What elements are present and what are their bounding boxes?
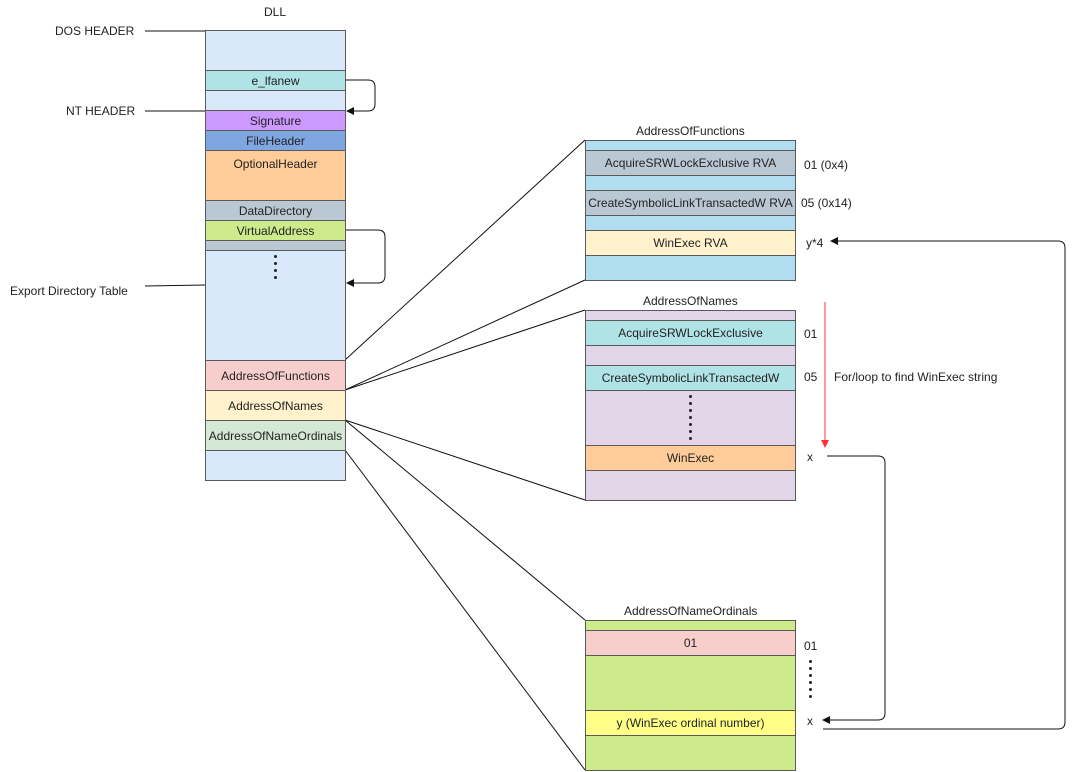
names-to-ordinals-arrow <box>822 455 886 724</box>
e-lfanew-cell: e_lfanew <box>205 70 346 91</box>
functions-row-1: AcquireSRWLockExclusive RVA <box>585 150 796 176</box>
signature-cell: Signature <box>205 110 346 131</box>
functions-index-3: y*4 <box>806 236 824 250</box>
names-index-1: 01 <box>804 327 818 341</box>
file-header-cell: FileHeader <box>205 130 346 151</box>
address-of-functions-cell: AddressOfFunctions <box>205 360 346 391</box>
ordinals-table-title: AddressOfNameOrdinals <box>624 604 758 618</box>
virtual-address-cell: VirtualAddress <box>205 220 346 241</box>
names-ellipsis <box>689 395 692 444</box>
names-funnel-top <box>344 309 586 391</box>
ordinals-to-functions-arrow <box>823 237 1066 730</box>
ordinals-funnel-top <box>344 419 586 621</box>
ordinals-ellipsis <box>809 660 812 702</box>
functions-table-title: AddressOfFunctions <box>636 124 745 138</box>
address-of-name-ordinals-cell: AddressOfNameOrdinals <box>205 420 346 451</box>
names-index-2: 05 <box>804 370 818 384</box>
names-row-2: CreateSymbolicLinkTransactedW <box>585 365 796 391</box>
data-directory-cell: DataDirectory <box>205 200 346 221</box>
functions-funnel-top <box>344 139 586 361</box>
ordinals-index-1: 01 <box>804 639 818 653</box>
loop-note: For/loop to find WinExec string <box>834 370 998 384</box>
functions-row-3: WinExec RVA <box>585 230 796 256</box>
export-directory-label: Export Directory Table <box>10 284 128 298</box>
ordinals-index-2: x <box>807 714 813 728</box>
virtual-address-arrow <box>345 229 386 287</box>
data-directory-spacer <box>205 240 346 251</box>
dos-header-label: DOS HEADER <box>55 24 135 38</box>
names-table-title: AddressOfNames <box>643 294 738 308</box>
e-lfanew-arrow <box>345 79 376 115</box>
functions-row-2: CreateSymbolicLinkTransactedW RVA <box>585 190 796 216</box>
functions-index-1: 01 (0x4) <box>804 158 849 172</box>
ordinals-row-2: y (WinExec ordinal number) <box>585 710 796 736</box>
nt-header-label: NT HEADER <box>66 104 136 118</box>
names-row-3: WinExec <box>585 445 796 471</box>
optional-header-cell: OptionalHeader <box>205 150 346 201</box>
names-index-3: x <box>807 450 813 464</box>
dll-ellipsis <box>274 255 277 283</box>
ordinals-funnel-bottom <box>344 449 586 771</box>
names-row-1: AcquireSRWLockExclusive <box>585 320 796 346</box>
ordinals-row-1: 01 <box>585 630 796 656</box>
address-of-names-cell: AddressOfNames <box>205 390 346 421</box>
export-directory-line <box>144 284 207 287</box>
functions-index-2: 05 (0x14) <box>801 196 852 210</box>
functions-funnel-bottom <box>344 279 586 391</box>
dll-title: DLL <box>264 5 287 19</box>
names-funnel-bottom <box>344 419 586 501</box>
